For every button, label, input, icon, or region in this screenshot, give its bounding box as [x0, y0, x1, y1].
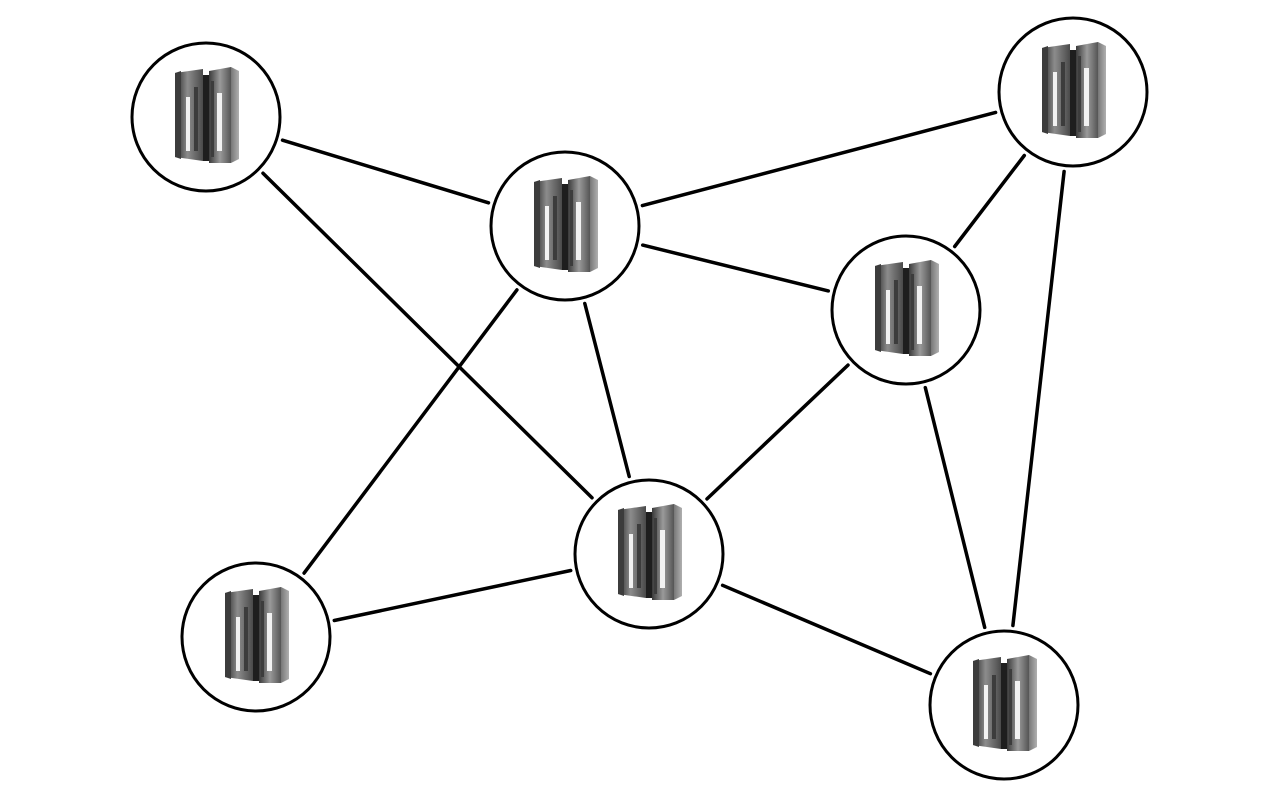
edge-server-3-server-7 — [1011, 169, 1066, 628]
edge-server-2-server-6 — [302, 288, 519, 575]
nodes-layer — [130, 16, 1149, 781]
edges-layer — [261, 110, 1066, 676]
node-server-1 — [130, 41, 282, 193]
node-server-4 — [830, 234, 982, 386]
server-rack-icon — [1042, 42, 1106, 138]
server-rack-icon — [175, 67, 239, 163]
server-rack-icon — [973, 655, 1037, 751]
server-rack-icon — [618, 504, 682, 600]
node-server-6 — [180, 561, 332, 713]
node-server-2 — [489, 150, 641, 302]
server-rack-icon — [225, 587, 289, 683]
edge-server-1-server-5 — [261, 171, 594, 500]
server-rack-icon — [534, 176, 598, 272]
edge-server-4-server-7 — [923, 385, 987, 630]
edge-server-1-server-2 — [280, 138, 491, 205]
edge-server-4-server-5 — [705, 363, 850, 501]
edge-server-2-server-5 — [583, 301, 631, 479]
edge-server-2-server-3 — [640, 110, 998, 208]
node-server-7 — [928, 629, 1080, 781]
node-server-3 — [997, 16, 1149, 168]
edge-server-5-server-6 — [332, 568, 573, 623]
server-rack-icon — [875, 260, 939, 356]
edge-server-3-server-4 — [952, 153, 1027, 249]
edge-server-2-server-4 — [640, 243, 831, 293]
node-server-5 — [573, 478, 725, 630]
edge-server-5-server-7 — [720, 583, 933, 676]
